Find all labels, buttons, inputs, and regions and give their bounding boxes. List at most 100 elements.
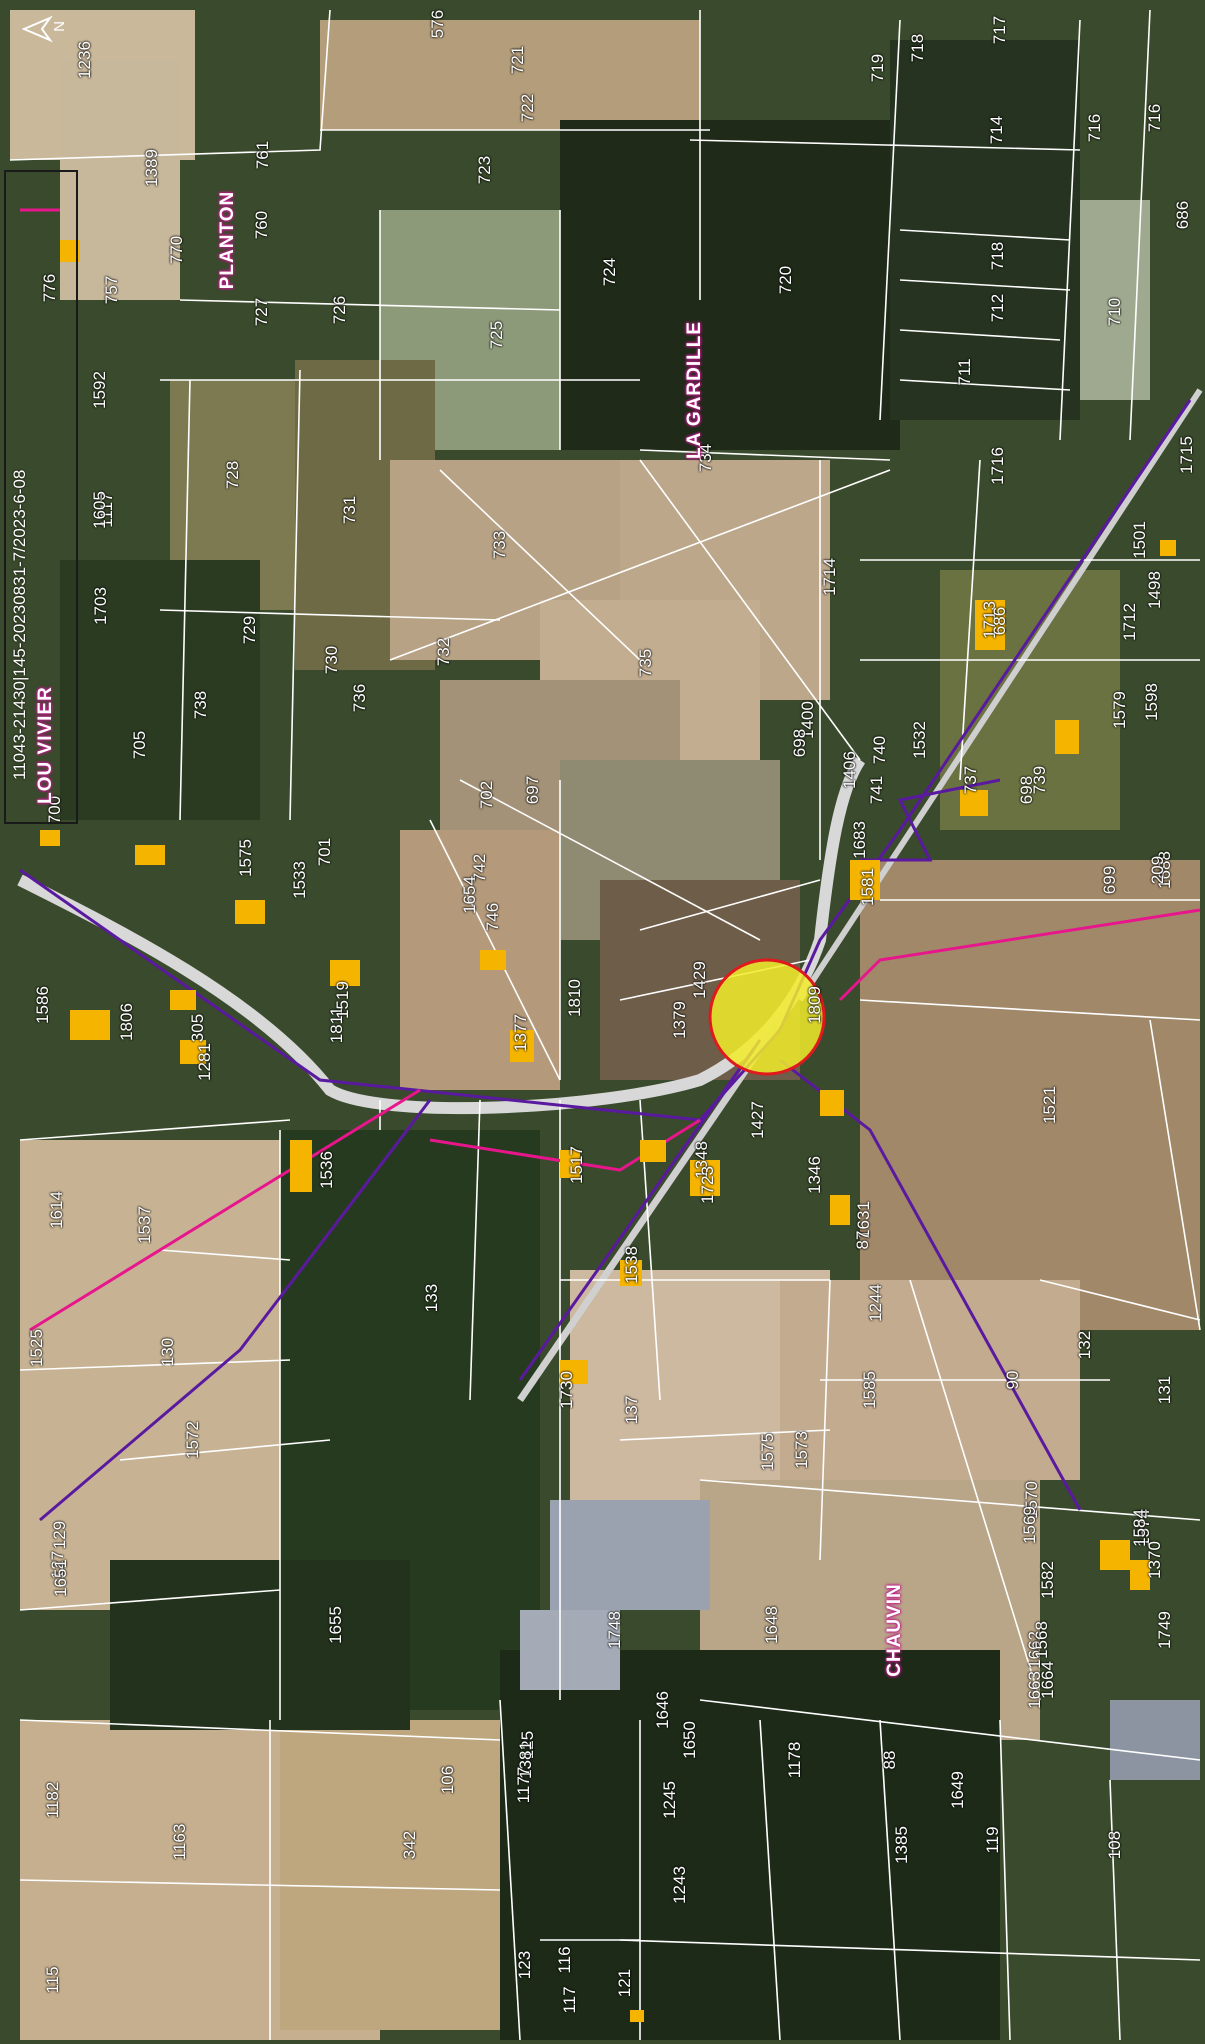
field-area	[20, 1140, 290, 1610]
parcel-boundary	[179, 379, 191, 821]
reference-frame	[4, 170, 78, 824]
building	[235, 900, 265, 924]
parcel-boundary	[19, 1879, 501, 1891]
building	[630, 2010, 644, 2022]
parcel-boundary	[819, 1279, 831, 1561]
lieu-dit-la-gardille: LA GARDILLE	[684, 320, 705, 460]
building	[1130, 1560, 1150, 1590]
building	[290, 1140, 312, 1192]
forest-area	[560, 120, 900, 450]
field-area	[320, 20, 700, 130]
lieu-dit-planton: PLANTON	[217, 190, 238, 290]
building	[560, 1360, 588, 1384]
parcel-boundary	[899, 379, 1071, 391]
building	[1160, 540, 1176, 556]
building	[170, 990, 196, 1010]
parcel-boundary	[19, 1359, 291, 1371]
building	[330, 960, 360, 986]
parcel-boundary	[1039, 1279, 1201, 1321]
parcel-boundary	[699, 1699, 1201, 1761]
network-line	[779, 1058, 1082, 1511]
reference-text: 11043-21430|145-20230831-7/2023-6-08	[10, 469, 29, 780]
building	[830, 1195, 850, 1225]
parcel-boundary	[19, 1589, 281, 1611]
parcel-boundary	[899, 229, 1071, 241]
field-area	[60, 60, 180, 300]
building	[180, 1040, 206, 1064]
parcel-boundary	[1109, 1779, 1121, 2041]
building	[640, 1140, 666, 1162]
parcel-boundary	[159, 609, 501, 621]
network-line	[838, 908, 1201, 1002]
building	[135, 845, 165, 865]
building	[850, 860, 880, 900]
parcel-boundaries	[9, 9, 1201, 2041]
parcel-boundary	[459, 779, 761, 941]
parcel-boundary	[499, 1699, 521, 2041]
building	[560, 1150, 580, 1178]
parcel-boundary	[1149, 1019, 1201, 1331]
forest-area	[110, 1560, 410, 1730]
parcel-boundary	[689, 139, 1081, 151]
parcel-boundary	[759, 1719, 781, 2041]
parcel-boundary	[639, 449, 891, 461]
highlight-zone[interactable]	[708, 958, 826, 1076]
parcel-boundary	[19, 1719, 501, 1741]
network-line	[29, 1088, 421, 1332]
parcel-boundary	[119, 1439, 331, 1461]
parcel-boundary	[439, 469, 641, 661]
building	[1055, 720, 1079, 754]
network-line	[429, 1118, 701, 1172]
parcel-boundary	[389, 469, 891, 661]
road	[517, 1018, 783, 1402]
buildings	[40, 240, 1176, 2022]
parcel-boundary	[179, 299, 561, 311]
building	[620, 1260, 642, 1286]
parcel-boundary	[699, 1479, 1201, 1521]
parcel-boundary	[159, 1249, 291, 1261]
lieu-dit-chauvin: CHAUVIN	[884, 1583, 905, 1677]
building	[820, 1090, 844, 1116]
greenhouse	[550, 1500, 710, 1610]
parcel-boundary	[289, 369, 301, 821]
forest-area	[890, 40, 1080, 420]
network-line	[39, 1099, 432, 1522]
field-area	[280, 1720, 510, 2030]
road	[17, 756, 866, 1115]
parcel-boundary	[639, 459, 861, 761]
building	[1100, 1540, 1130, 1570]
parcel-boundary	[619, 1939, 1201, 1961]
building	[960, 790, 988, 816]
parcel-boundary	[879, 19, 901, 421]
greenhouse	[1110, 1700, 1200, 1780]
building	[510, 1030, 534, 1062]
forest-area	[500, 1650, 1000, 2040]
parcel-boundary	[1059, 19, 1081, 441]
building	[60, 240, 80, 262]
network-line	[518, 1039, 762, 1381]
parcel-boundary	[859, 999, 1201, 1021]
building	[480, 950, 506, 970]
parcel-boundary	[19, 1119, 291, 1141]
parcel-boundary	[899, 329, 1061, 341]
building	[690, 1160, 720, 1196]
parcel-boundary	[899, 279, 1071, 291]
building	[70, 1010, 110, 1040]
greenhouse	[520, 1610, 620, 1690]
building	[975, 600, 1005, 650]
field-area	[860, 860, 1200, 1330]
parcel-boundary	[619, 1429, 831, 1441]
parcel-boundary	[639, 879, 821, 931]
parcel-boundary	[879, 1719, 901, 2041]
network-line	[860, 778, 1001, 862]
building	[40, 830, 60, 846]
parcel-boundary	[959, 459, 981, 781]
parcel-boundary	[909, 1279, 1041, 1701]
parcel-boundary	[469, 1099, 481, 1401]
north-letter: N	[50, 21, 68, 32]
parcel-boundary	[9, 9, 331, 161]
parcel-boundary	[999, 1719, 1011, 2041]
forest-area	[60, 560, 260, 820]
